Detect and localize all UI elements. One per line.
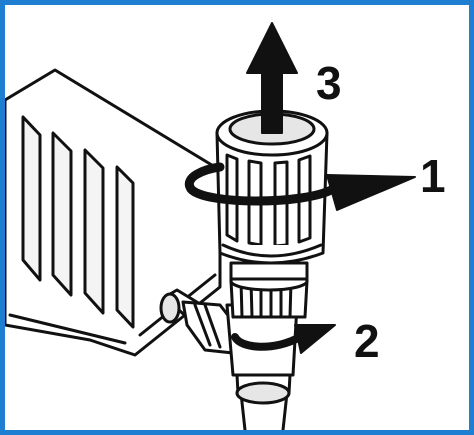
valve-illustration (5, 22, 416, 430)
valve-body (225, 303, 299, 430)
step-label-2: 2 (354, 315, 380, 367)
pull-up-arrow (246, 22, 298, 134)
rotate-nut-arrow (231, 324, 336, 354)
inlet-coupling (159, 288, 239, 355)
lock-nut (229, 261, 309, 319)
step-label-1: 1 (420, 150, 446, 202)
rotate-head-arrow (184, 162, 416, 211)
step-label-3: 3 (316, 57, 342, 109)
